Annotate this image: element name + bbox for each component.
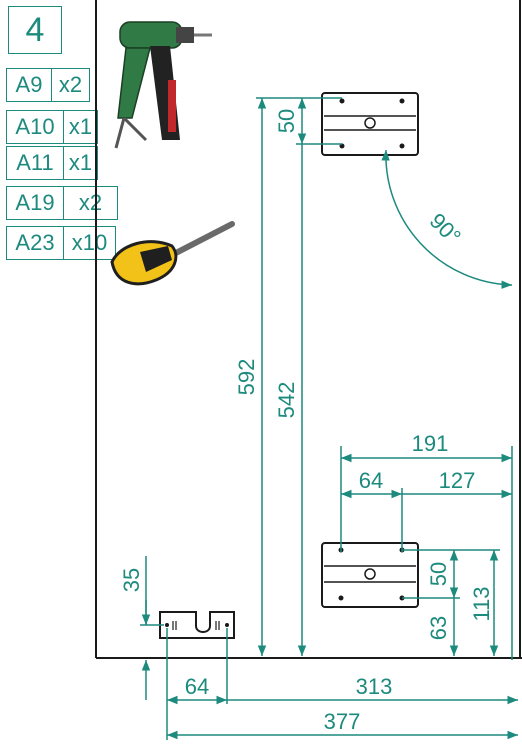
part-row-a11: A11 x1 <box>6 146 98 180</box>
dim-label-small-to-right: 313 <box>356 674 393 699</box>
part-row-a10: A10 x1 <box>6 110 98 144</box>
dim-label-right-offset: 191 <box>412 431 449 456</box>
power-drill-icon <box>114 21 212 149</box>
dim-label-overall-height: 592 <box>234 359 259 396</box>
dimension-lines <box>140 97 518 740</box>
dim-label-lower-hole-gap: 50 <box>426 562 451 586</box>
dim-label-lower-height: 113 <box>469 586 494 621</box>
dim-label-angle: 90° <box>425 208 466 249</box>
part-id: A23 <box>6 226 64 260</box>
part-id: A11 <box>6 146 64 180</box>
part-qty: x2 <box>52 68 90 102</box>
dim-label-lower-base: 63 <box>426 616 451 640</box>
part-id: A19 <box>6 186 64 220</box>
dim-label-remaining-width: 127 <box>439 468 476 493</box>
dim-label-bracket-height: 542 <box>274 382 299 419</box>
step-number: 4 <box>25 10 45 49</box>
part-row-a9: A9 x2 <box>6 68 90 102</box>
dim-label-small-spacing: 64 <box>185 674 209 699</box>
part-qty: x10 <box>64 226 116 260</box>
dim-label-hole-spacing: 64 <box>359 468 383 493</box>
dim-label-overall-width: 377 <box>324 709 361 734</box>
top-bracket <box>321 92 419 156</box>
part-row-a23: A23 x10 <box>6 226 116 260</box>
part-qty: x1 <box>64 110 98 144</box>
dim-label-top-offset: 50 <box>274 109 299 133</box>
part-id: A9 <box>6 68 52 102</box>
lower-bracket <box>321 542 419 608</box>
dim-label-small-height: 35 <box>119 568 144 592</box>
part-id: A10 <box>6 110 64 144</box>
step-number-box: 4 <box>8 6 62 54</box>
screwdriver-icon <box>110 221 235 286</box>
small-bracket <box>159 611 235 639</box>
part-qty: x1 <box>64 146 98 180</box>
